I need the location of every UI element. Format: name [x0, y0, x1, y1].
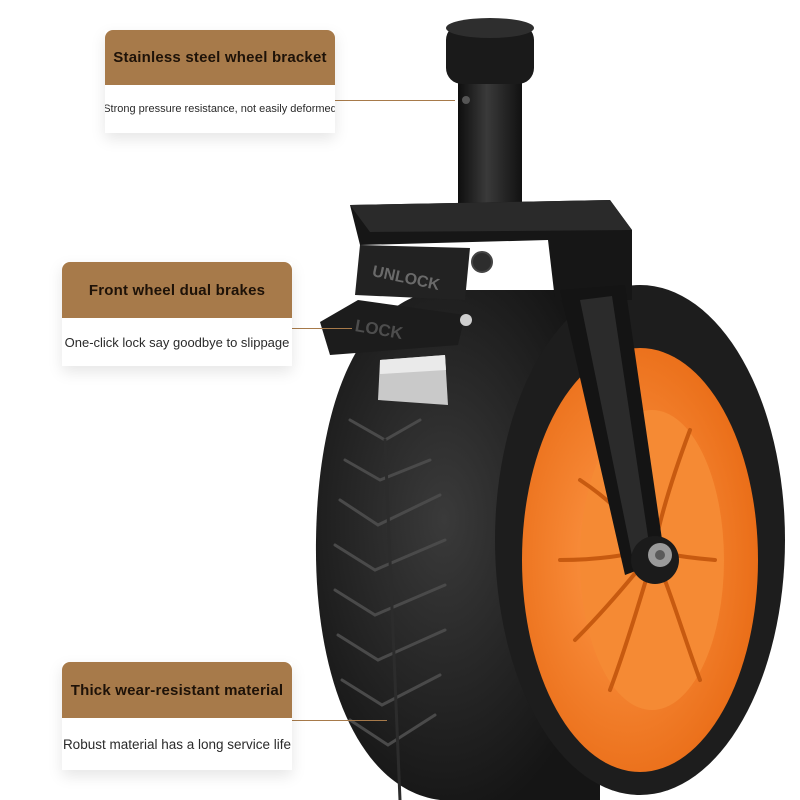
callout-wear-resistant: Thick wear-resistant material Robust mat… [62, 662, 292, 770]
wheel-stem [446, 18, 534, 210]
callout-wheel-bracket: Stainless steel wheel bracket Strong pre… [105, 30, 335, 133]
leader-line-bracket [335, 100, 455, 101]
leader-line-brakes [292, 328, 352, 329]
brake-pedal: UNLOCK LOCK [320, 245, 493, 405]
wheel-bracket [350, 200, 679, 584]
callout-title: Thick wear-resistant material [62, 662, 292, 718]
callout-description: Robust material has a long service life [62, 718, 292, 770]
callout-description: Strong pressure resistance, not easily d… [105, 85, 335, 133]
callout-title: Front wheel dual brakes [62, 262, 292, 318]
leader-line-material [292, 720, 387, 721]
tread-pattern [333, 418, 447, 800]
callout-dual-brakes: Front wheel dual brakes One-click lock s… [62, 262, 292, 366]
callout-title: Stainless steel wheel bracket [105, 30, 335, 85]
callout-description: One-click lock say goodbye to slippage [62, 318, 292, 366]
